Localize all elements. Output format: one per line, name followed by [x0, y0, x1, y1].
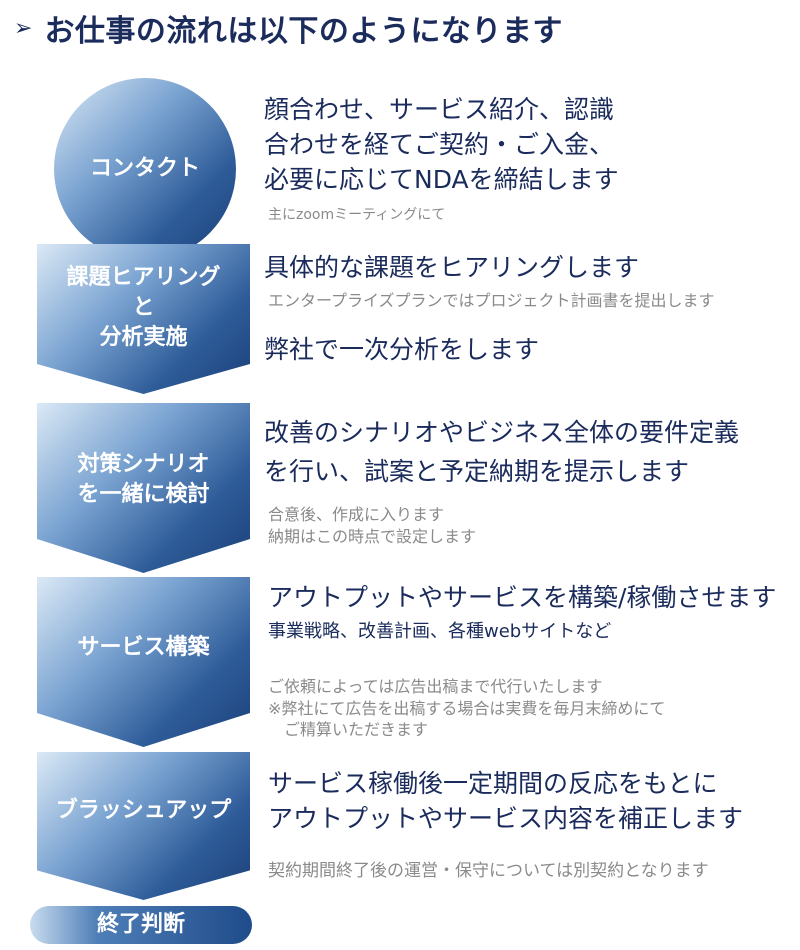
step-scenario-arrow: 対策シナリオ を一緒に検討 — [37, 403, 250, 573]
step-contact-label: コンタクト — [89, 156, 200, 182]
step-contact-circle: コンタクト — [54, 78, 236, 260]
step-scenario-description: 改善のシナリオやビジネス全体の要件定義 を行い、試案と予定納期を提示します — [264, 418, 740, 486]
step-brushup-label: ブラッシュアップ — [55, 798, 232, 824]
step-hearing-arrow: 課題ヒアリング と 分析実施 — [37, 244, 250, 394]
page-title: お仕事の流れは以下のようになります — [44, 14, 563, 49]
step-hearing-description: 具体的な課題をヒアリングします — [264, 253, 640, 282]
step-build-label: サービス構築 — [77, 635, 210, 661]
step-build-note: ご依頼によっては広告出稿まで代行いたします ※弊社にて広告を出稿する場合は実費を… — [268, 677, 666, 740]
step-brushup-description: サービス稼働後一定期間の反応をもとに アウトプットやサービス内容を補正します — [268, 769, 744, 833]
step-contact-note: 主にzoomミーティングにて — [268, 207, 446, 223]
step-contact-description: 顔合わせ、サービス紹介、認識 合わせを経てご契約・ご入金、 必要に応じてNDAを… — [264, 95, 619, 194]
step-scenario-label: 対策シナリオ を一緒に検討 — [77, 452, 210, 507]
arrow-bullet-icon: ➢ — [14, 15, 33, 41]
page-heading: ➢ お仕事の流れは以下のようになります — [14, 6, 563, 50]
step-scenario-note: 合意後、作成に入ります 納期はこの時点で設定します — [268, 505, 477, 546]
step-hearing-label: 課題ヒアリング と 分析実施 — [66, 265, 221, 350]
step-build-arrow: サービス構築 — [37, 577, 250, 747]
step-build-description: アウトプットやサービスを構築/稼働させます — [268, 583, 777, 612]
step-brushup-arrow: ブラッシュアップ — [37, 752, 250, 900]
step-build-detail: 事業戦略、改善計画、各種webサイトなど — [268, 621, 612, 642]
step-hearing-note: エンタープライズプランではプロジェクト計画書を提出します — [268, 291, 715, 310]
end-decision-label: 終了判断 — [96, 912, 185, 938]
step-hearing-description-2: 弊社で一次分析をします — [264, 335, 540, 364]
end-decision-pill: 終了判断 — [30, 906, 252, 944]
step-brushup-note: 契約期間終了後の運営・保守については別契約となります — [268, 861, 709, 881]
